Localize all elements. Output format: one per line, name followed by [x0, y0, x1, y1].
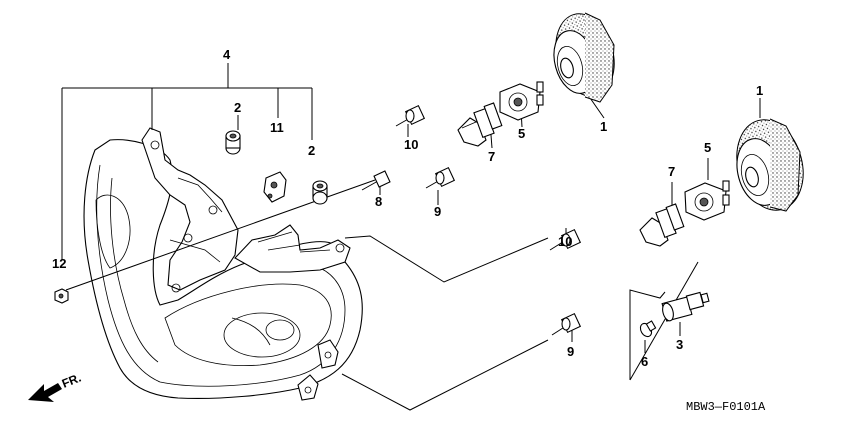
position-bulb-6: [639, 320, 657, 338]
callout-10b: 10: [558, 234, 572, 249]
callout-8: 8: [375, 194, 382, 209]
callout-4: 4: [223, 47, 231, 62]
callout-5b: 5: [704, 140, 711, 155]
socket-5b: [684, 180, 730, 221]
screw-10a: [395, 104, 426, 127]
dust-cover-1a: [553, 12, 615, 103]
callout-1b: 1: [756, 83, 763, 98]
callout-numbers: 4 2 11 2 12 8 9 10 7 5 1 10 9 7 5 1 6 3: [52, 47, 763, 369]
headlight-assembly: [83, 127, 363, 401]
dust-cover-1b: [736, 118, 804, 212]
bulb-7b: [639, 203, 685, 247]
callout-10a: 10: [404, 137, 418, 152]
callout-7a: 7: [488, 149, 495, 164]
diagram-code: MBW3—F0101A: [686, 400, 766, 414]
callout-11: 11: [270, 120, 284, 135]
screw-9a: [425, 166, 456, 189]
grommet-2b: [312, 180, 328, 205]
front-direction-arrow-icon: [28, 383, 62, 402]
small-parts: [54, 104, 582, 336]
callout-12: 12: [52, 256, 66, 271]
front-marker-label: FR.: [60, 371, 83, 391]
clip-11: [263, 171, 287, 203]
callout-6: 6: [641, 354, 648, 369]
callout-3: 3: [676, 337, 683, 352]
socket-5a: [499, 81, 544, 121]
screw-8: [361, 170, 391, 191]
position-socket-3: [661, 291, 710, 322]
bulb-7a: [457, 102, 503, 147]
callout-9b: 9: [567, 344, 574, 359]
callout-2a: 2: [234, 100, 241, 115]
callout-5a: 5: [518, 126, 525, 141]
nut-12: [54, 288, 69, 304]
screw-10b: [549, 228, 582, 251]
callout-7b: 7: [668, 164, 675, 179]
callout-1a: 1: [600, 119, 607, 134]
grommet-2a: [225, 130, 241, 155]
leader-lines: [61, 63, 761, 411]
callout-2b: 2: [308, 143, 315, 158]
screw-9b: [551, 312, 582, 336]
callout-9a: 9: [434, 204, 441, 219]
